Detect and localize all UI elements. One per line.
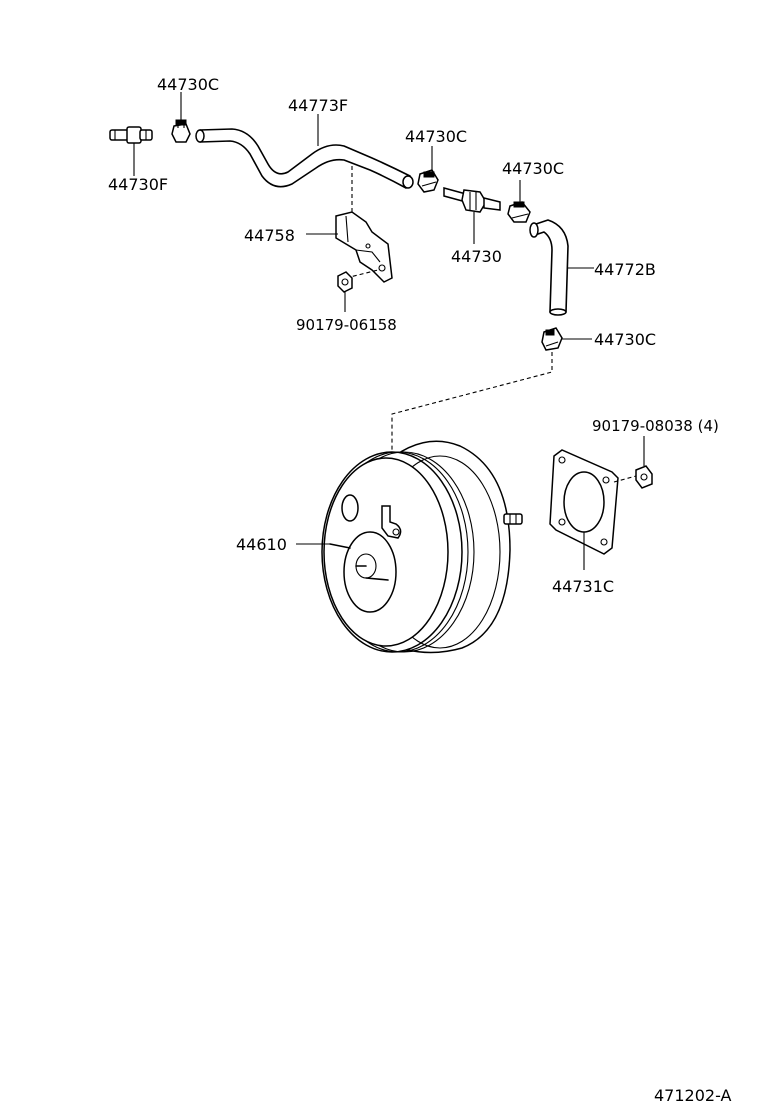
- label-clip-top-left: 44730C: [157, 75, 219, 94]
- bracket-44758[interactable]: [335, 211, 393, 283]
- label-booster-nut: 90179-08038 (4): [592, 417, 719, 435]
- hose-44773f[interactable]: [195, 128, 414, 189]
- hose-44772b[interactable]: [529, 219, 569, 316]
- connector-44730f[interactable]: [109, 126, 153, 144]
- clip-44730c-right[interactable]: [507, 201, 531, 223]
- nut-90179-06158[interactable]: [337, 271, 353, 293]
- nut-90179-08038[interactable]: [635, 465, 653, 489]
- label-hose-right: 44772B: [594, 260, 656, 279]
- check-valve-44730[interactable]: [443, 187, 501, 213]
- label-brake-booster: 44610: [236, 535, 287, 554]
- dashed-gasket-nut: [613, 475, 637, 483]
- reference-code: 471202-A: [654, 1086, 732, 1105]
- label-check-valve: 44730: [451, 247, 502, 266]
- label-hose-upper: 44773F: [288, 96, 348, 115]
- label-clip-mid: 44730C: [405, 127, 467, 146]
- clip-44730c-top-left[interactable]: [171, 119, 191, 143]
- brake-booster-44610[interactable]: [321, 440, 523, 654]
- dashed-bracket-nut: [345, 269, 379, 279]
- label-bracket-nut: 90179-06158: [296, 316, 397, 334]
- label-bracket: 44758: [244, 226, 295, 245]
- label-connector-left: 44730F: [108, 175, 168, 194]
- label-gasket: 44731C: [552, 577, 614, 596]
- clip-44730c-booster[interactable]: [541, 327, 563, 351]
- label-clip-booster: 44730C: [594, 330, 656, 349]
- label-clip-right: 44730C: [502, 159, 564, 178]
- gasket-44731c[interactable]: [549, 449, 619, 555]
- clip-44730c-mid[interactable]: [417, 169, 439, 193]
